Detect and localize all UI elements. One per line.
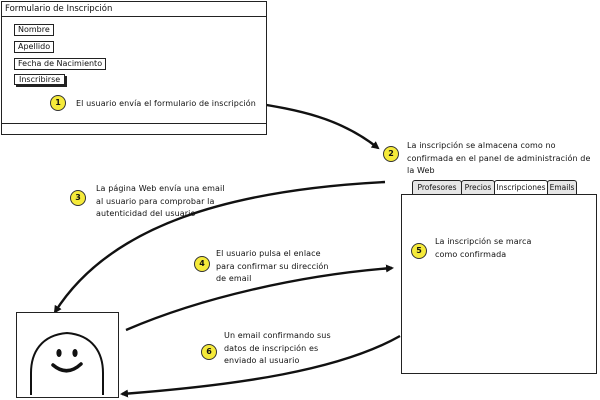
arrow-panel-to-user <box>120 334 401 398</box>
step-3-text: La página Web envía una email al usuario… <box>96 184 225 218</box>
field-apellido[interactable]: Apellido <box>14 41 55 53</box>
step-4-text: El usuario pulsa el enlace para confirma… <box>216 249 329 283</box>
step-2-badge: 2 <box>383 146 399 162</box>
form-title: Formulario de Inscripción <box>2 2 266 17</box>
tab-precios[interactable]: Precios <box>461 180 495 195</box>
tab-emails[interactable]: Emails <box>547 180 577 195</box>
step-3-badge: 3 <box>70 190 86 206</box>
user-box <box>16 312 119 398</box>
step-1-badge: 1 <box>50 95 66 111</box>
arrow-form-to-admin <box>242 98 380 150</box>
arrow-web-to-user <box>53 180 386 314</box>
field-fecha-nacimiento[interactable]: Fecha de Nacimiento <box>14 58 107 70</box>
registration-form: Formulario de Inscripción Nombre Apellid… <box>1 1 267 135</box>
step-6-text: Un email confirmando sus datos de inscri… <box>224 331 331 365</box>
step-4-badge: 4 <box>194 256 210 272</box>
tab-inscripciones[interactable]: Inscripciones <box>494 180 548 195</box>
step-2-text: La inscripción se almacena como no confi… <box>407 141 591 175</box>
step-1-text: El usuario envía el formulario de inscri… <box>76 99 256 108</box>
admin-panel: 5 La inscripción se marca como confirmad… <box>401 194 597 374</box>
field-nombre[interactable]: Nombre <box>14 24 54 36</box>
step-5-text: La inscripción se marca como confirmada <box>435 237 532 259</box>
arrow-user-to-panel <box>125 264 394 332</box>
smiley-user-icon <box>30 331 104 395</box>
step-6-badge: 6 <box>201 344 217 360</box>
form-footer-divider <box>2 123 266 124</box>
step-5-badge: 5 <box>411 243 427 259</box>
submit-button[interactable]: Inscribirse <box>14 74 66 85</box>
tab-profesores[interactable]: Profesores <box>412 180 462 195</box>
